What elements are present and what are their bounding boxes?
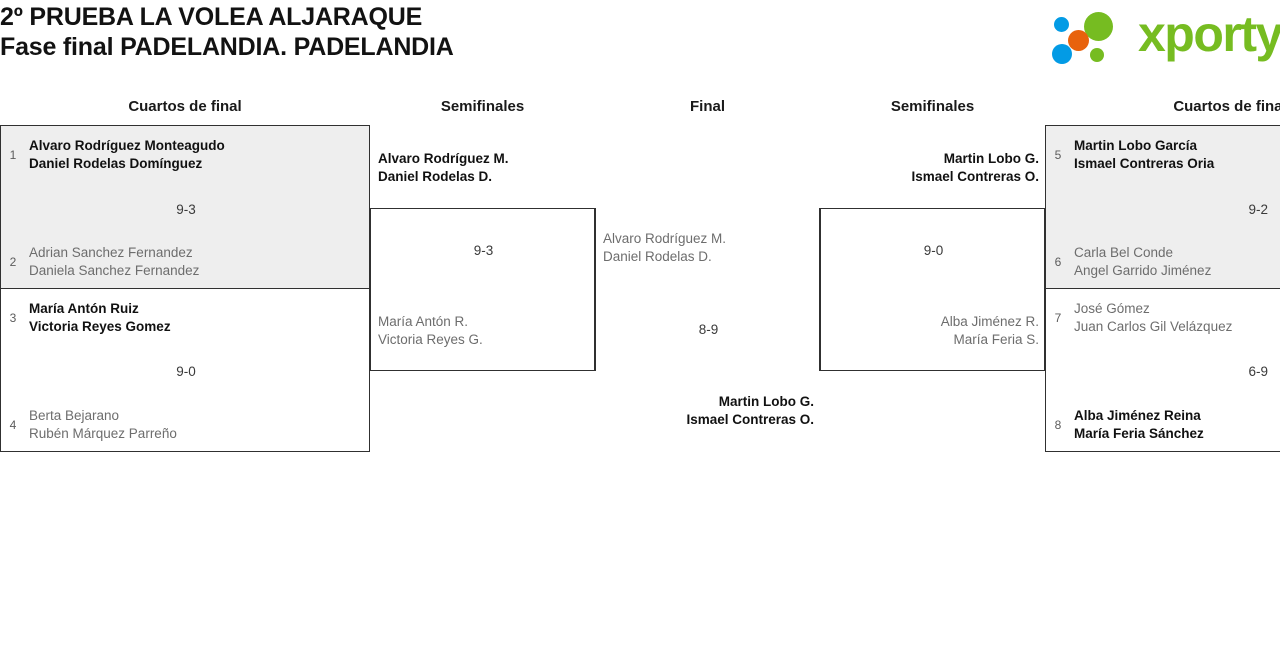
match-qf4-score: 6-9 — [1248, 364, 1268, 379]
round-header-final: Final — [689, 98, 725, 115]
logo-dots — [1052, 11, 1136, 64]
match-sf-right-team-top[interactable]: Martin Lobo G. Ismael Contreras O. — [821, 150, 1046, 186]
team-names: Berta Bejarano Rubén Márquez Parreño — [29, 408, 177, 441]
round-header-sf-left: Semifinales — [440, 98, 525, 115]
logo-dot-blue-large — [1052, 44, 1072, 64]
team-names: Alba Jiménez Reina María Feria Sánchez — [1074, 408, 1204, 441]
match-qf4-team-bottom[interactable]: 8 Alba Jiménez Reina María Feria Sánchez — [1046, 407, 1280, 443]
match-final-team-top[interactable]: Alvaro Rodríguez M. Daniel Rodelas D. — [596, 230, 821, 266]
match-qf1-team-bottom[interactable]: 2 Adrian Sanchez Fernandez Daniela Sanch… — [1, 244, 371, 280]
match-qf3-score: 9-2 — [1248, 202, 1268, 217]
seed-number: 6 — [1054, 255, 1062, 269]
match-qf2-score: 9-0 — [176, 364, 196, 379]
match-qf1-score: 9-3 — [176, 202, 196, 217]
seed-number: 2 — [9, 255, 17, 269]
logo-wordmark: xporty — [1138, 6, 1280, 62]
logo-dot-orange — [1068, 30, 1089, 51]
page-title: 2º PRUEBA LA VOLEA ALJARAQUE Fase final … — [0, 2, 980, 62]
team-names: Adrian Sanchez Fernandez Daniela Sanchez… — [29, 245, 200, 278]
seed-number: 4 — [9, 418, 17, 432]
match-final[interactable]: Alvaro Rodríguez M. Daniel Rodelas D. 8-… — [595, 208, 821, 427]
match-qf2[interactable]: 3 María Antón Ruiz Victoria Reyes Gomez … — [0, 288, 370, 452]
round-header-sf-right: Semifinales — [890, 98, 975, 115]
match-qf2-team-top[interactable]: 3 María Antón Ruiz Victoria Reyes Gomez — [1, 300, 371, 336]
team-names: Carla Bel Conde Angel Garrido Jiménez — [1074, 245, 1212, 278]
team-names: Alvaro Rodríguez Monteagudo Daniel Rodel… — [29, 138, 225, 171]
match-qf1-team-top[interactable]: 1 Alvaro Rodríguez Monteagudo Daniel Rod… — [1, 137, 371, 173]
match-qf3-team-bottom[interactable]: 6 Carla Bel Conde Angel Garrido Jiménez — [1046, 244, 1280, 280]
logo-dot-blue-small — [1054, 17, 1069, 32]
seed-number: 5 — [1054, 148, 1062, 162]
match-qf4[interactable]: 7 José Gómez Juan Carlos Gil Velázquez 6… — [1045, 288, 1280, 452]
match-sf-right-score: 9-0 — [923, 243, 944, 258]
xporty-logo[interactable]: xporty — [1042, 6, 1280, 66]
match-qf2-team-bottom[interactable]: 4 Berta Bejarano Rubén Márquez Parreño — [1, 407, 371, 443]
match-sf-right-team-bottom[interactable]: Alba Jiménez R. María Feria S. — [821, 313, 1046, 349]
match-final-score: 8-9 — [698, 322, 719, 337]
seed-number: 7 — [1054, 311, 1062, 325]
match-sf-left-team-bottom[interactable]: María Antón R. Victoria Reyes G. — [371, 313, 596, 349]
team-names: Martin Lobo G. Ismael Contreras O. — [911, 151, 1039, 184]
title-line-2: Fase final PADELANDIA. PADELANDIA — [0, 33, 454, 61]
match-sf-left[interactable]: Alvaro Rodríguez M. Daniel Rodelas D. 9-… — [370, 151, 596, 371]
team-names: María Antón R. Victoria Reyes G. — [378, 314, 483, 347]
seed-number: 8 — [1054, 418, 1062, 432]
match-qf1[interactable]: 1 Alvaro Rodríguez Monteagudo Daniel Rod… — [0, 125, 370, 289]
round-header-qf-left: Cuartos de final — [128, 98, 242, 115]
team-names: María Antón Ruiz Victoria Reyes Gomez — [29, 301, 171, 334]
team-names: Martin Lobo G. Ismael Contreras O. — [686, 394, 814, 427]
match-qf3-team-top[interactable]: 5 Martin Lobo García Ismael Contreras Or… — [1046, 137, 1280, 173]
round-header-qf-right: Cuartos de final — [1173, 98, 1280, 115]
title-line-1: 2º PRUEBA LA VOLEA ALJARAQUE — [0, 3, 423, 31]
seed-number: 1 — [9, 148, 17, 162]
team-names: Alba Jiménez R. María Feria S. — [940, 314, 1039, 347]
match-sf-left-team-top[interactable]: Alvaro Rodríguez M. Daniel Rodelas D. — [371, 150, 596, 186]
page-header: 2º PRUEBA LA VOLEA ALJARAQUE Fase final … — [0, 0, 1280, 88]
logo-dot-green-small — [1090, 48, 1104, 62]
logo-dot-green-large — [1084, 12, 1113, 41]
match-qf3[interactable]: 5 Martin Lobo García Ismael Contreras Or… — [1045, 125, 1280, 289]
team-names: Alvaro Rodríguez M. Daniel Rodelas D. — [603, 231, 727, 264]
team-names: José Gómez Juan Carlos Gil Velázquez — [1074, 301, 1233, 334]
match-qf4-team-top[interactable]: 7 José Gómez Juan Carlos Gil Velázquez — [1046, 300, 1280, 336]
team-names: Alvaro Rodríguez M. Daniel Rodelas D. — [378, 151, 509, 184]
team-names: Martin Lobo García Ismael Contreras Oria — [1074, 138, 1215, 171]
match-final-team-bottom[interactable]: Martin Lobo G. Ismael Contreras O. — [596, 393, 821, 429]
match-sf-left-score: 9-3 — [473, 243, 494, 258]
seed-number: 3 — [9, 311, 17, 325]
match-sf-right[interactable]: Martin Lobo G. Ismael Contreras O. 9-0 A… — [820, 151, 1046, 371]
